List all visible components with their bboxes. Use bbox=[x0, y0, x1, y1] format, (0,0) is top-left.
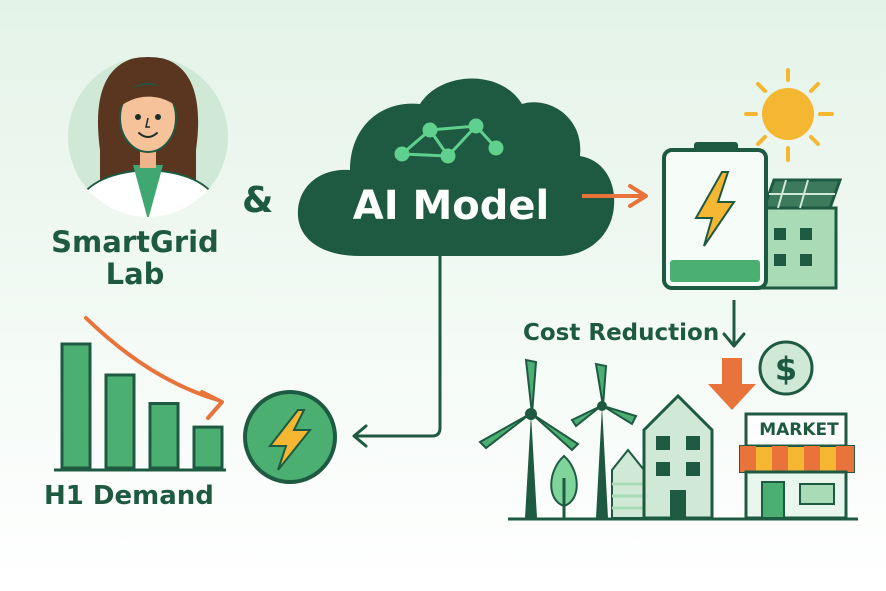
lab-name-line2: Lab bbox=[105, 257, 165, 291]
lab-name-line1: SmartGrid bbox=[51, 225, 219, 259]
wind-turbine-icon bbox=[570, 362, 638, 518]
demand-bar bbox=[104, 373, 136, 470]
cost-reduction-label: Cost Reduction bbox=[523, 320, 720, 346]
tree-icon bbox=[550, 454, 578, 518]
demand-trend-arrow bbox=[84, 316, 224, 420]
building-icon bbox=[758, 206, 838, 290]
market-sign: MARKET bbox=[759, 420, 839, 440]
arrow-to-battery bbox=[582, 184, 648, 208]
dollar-coin-icon: $ bbox=[758, 340, 814, 396]
demand-label: H1 Demand bbox=[44, 481, 214, 511]
arrow-down-cost bbox=[722, 300, 746, 348]
battery-icon bbox=[662, 142, 768, 290]
lightning-icon bbox=[243, 390, 337, 484]
wind-turbine-icon bbox=[478, 358, 580, 518]
lab-name: SmartGrid Lab bbox=[40, 226, 230, 290]
cost-down-arrow bbox=[708, 358, 756, 410]
sun-icon bbox=[744, 68, 834, 162]
svg-text:$: $ bbox=[775, 350, 797, 388]
ai-model-title: AI Model bbox=[352, 183, 550, 229]
arrow-to-energy bbox=[352, 252, 442, 448]
solar-panel-icon bbox=[761, 178, 843, 210]
building-icon bbox=[642, 393, 714, 520]
house-icon bbox=[611, 448, 645, 519]
demand-bar bbox=[192, 425, 224, 470]
demand-bar-chart bbox=[60, 342, 224, 470]
connector-ampersand: & bbox=[242, 180, 274, 221]
ai-model-cloud bbox=[297, 78, 615, 256]
neural-network-icon bbox=[394, 118, 504, 164]
battery-lightning-icon bbox=[694, 171, 736, 247]
scientist-avatar-icon bbox=[68, 57, 228, 217]
demand-bar bbox=[60, 342, 92, 470]
demand-bar bbox=[148, 402, 180, 470]
